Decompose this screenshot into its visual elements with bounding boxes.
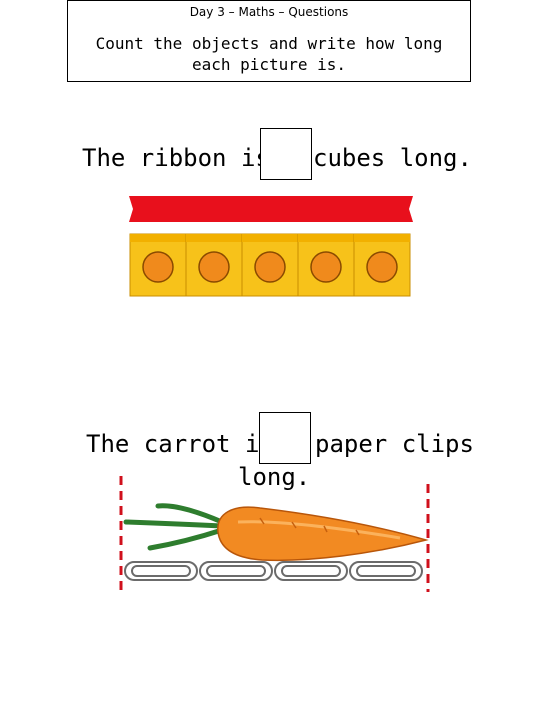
ribbon-icon bbox=[129, 196, 413, 222]
ribbon-answer-box[interactable] bbox=[260, 128, 312, 180]
instructions: Count the objects and write how long eac… bbox=[95, 34, 443, 74]
cube bbox=[241, 233, 299, 297]
carrot-icon bbox=[217, 506, 429, 562]
paper-clip-icon bbox=[349, 561, 423, 581]
ribbon-question-prefix: The ribbon is bbox=[82, 144, 270, 172]
cube bbox=[297, 233, 355, 297]
carrot-question-prefix: The carrot is bbox=[86, 430, 274, 458]
cube bbox=[185, 233, 243, 297]
paper-clip-icon bbox=[199, 561, 273, 581]
paper-clip-icon bbox=[274, 561, 348, 581]
carrot-leaves-icon bbox=[123, 503, 225, 551]
carrot-question-suffix-line2: long. bbox=[238, 463, 311, 491]
carrot-question-suffix: paper clips bbox=[315, 430, 474, 458]
carrot-with-clips-figure bbox=[119, 476, 430, 592]
cube-train bbox=[129, 233, 411, 297]
ribbon-question-suffix: cubes long. bbox=[313, 144, 472, 172]
cube bbox=[353, 233, 411, 297]
carrot-answer-box[interactable] bbox=[259, 412, 311, 464]
paper-clip-chain bbox=[124, 561, 423, 581]
header-box: Day 3 – Maths – Questions Count the obje… bbox=[67, 0, 471, 82]
paper-clip-icon bbox=[124, 561, 198, 581]
cube bbox=[129, 233, 187, 297]
ribbon-with-cubes-figure bbox=[129, 196, 413, 297]
worksheet-title: Day 3 – Maths – Questions bbox=[189, 5, 349, 19]
